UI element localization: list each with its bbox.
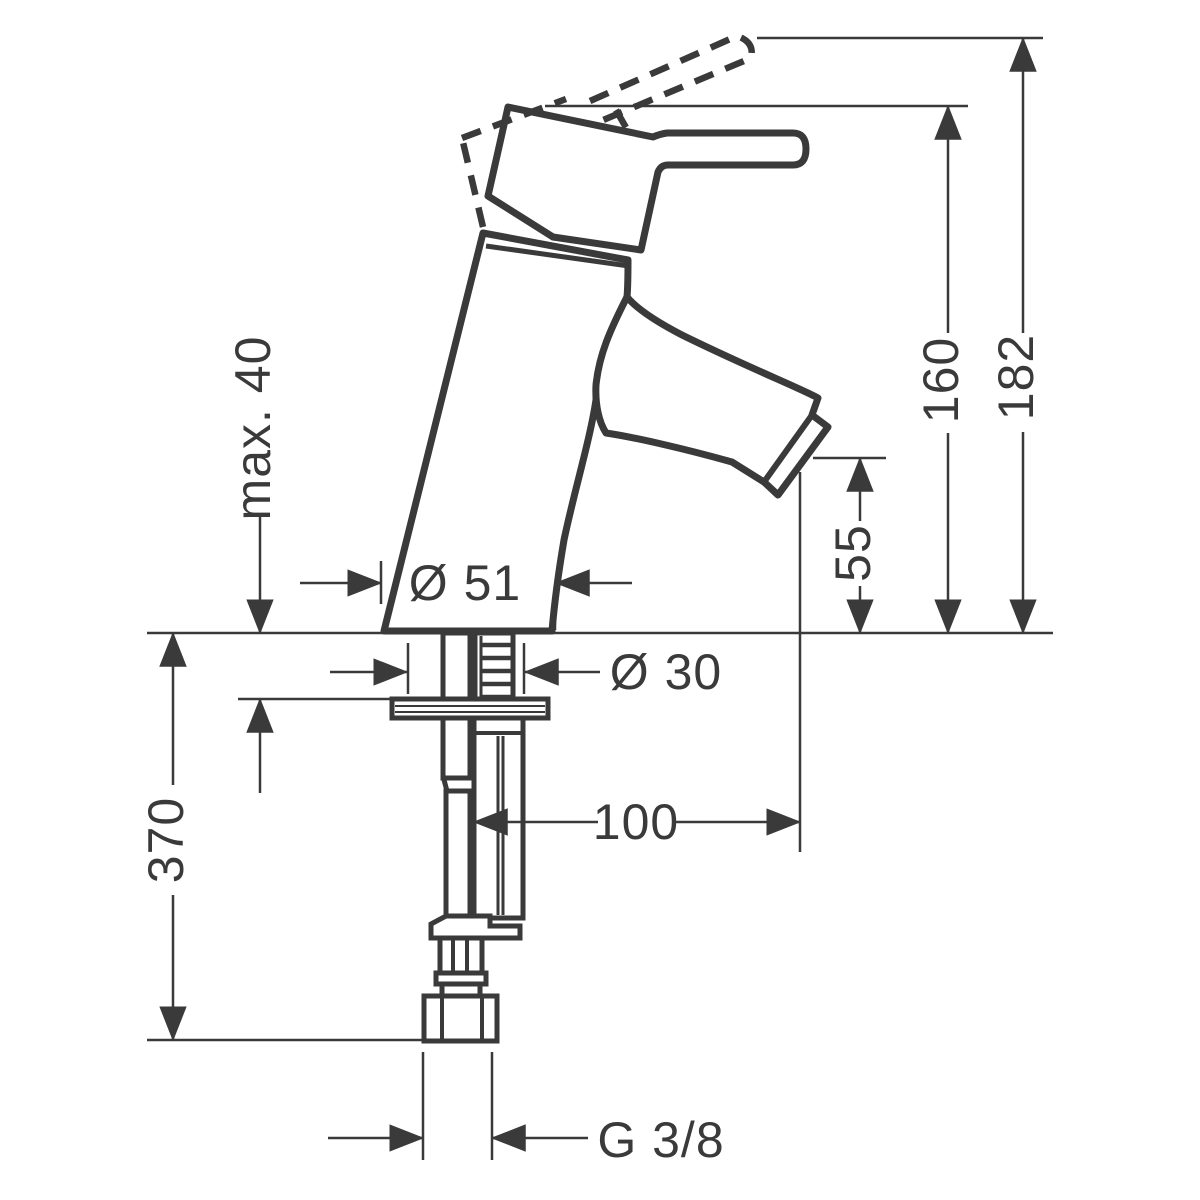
label-height-raised: 182: [988, 334, 1044, 420]
label-hose-length: 370: [138, 797, 194, 883]
fixing-stud-lower: [443, 788, 473, 921]
raised-lever-outline: [588, 32, 755, 124]
hose-collar: [428, 913, 523, 941]
hose-ferrule: [437, 935, 485, 976]
label-counter-max-thickness: max. 40: [225, 336, 281, 521]
label-hole-diameter: Ø 30: [610, 644, 722, 700]
label-outlet-height: 55: [825, 524, 881, 582]
raised-cone-left-edge: [458, 137, 487, 228]
label-connection-thread: G 3/8: [597, 1112, 724, 1168]
dimension-labels: max. 40 Ø 51 Ø 30 55 100 160 182 370 G 3…: [138, 334, 1044, 1168]
raised-cone-corner-stub: [613, 108, 631, 133]
label-base-diameter: Ø 51: [409, 555, 521, 611]
faucet-spout: [592, 293, 832, 499]
connection-nut: [421, 993, 500, 1044]
dimension-arrows: [159, 36, 1037, 1152]
handle-cone-and-lever: [484, 103, 810, 254]
mounting-flange: [389, 696, 551, 721]
label-spout-reach: 100: [593, 794, 679, 850]
label-height-closed: 160: [913, 337, 969, 423]
body-seam-line: [485, 243, 630, 269]
shank-threads: [481, 642, 513, 700]
faucet-body-group: [380, 103, 832, 635]
raised-cone-top-edge: [460, 95, 568, 142]
mounting-parts: [389, 630, 551, 1044]
aerator-edge-line: [761, 413, 815, 484]
handle-raised-outline: [458, 32, 755, 228]
